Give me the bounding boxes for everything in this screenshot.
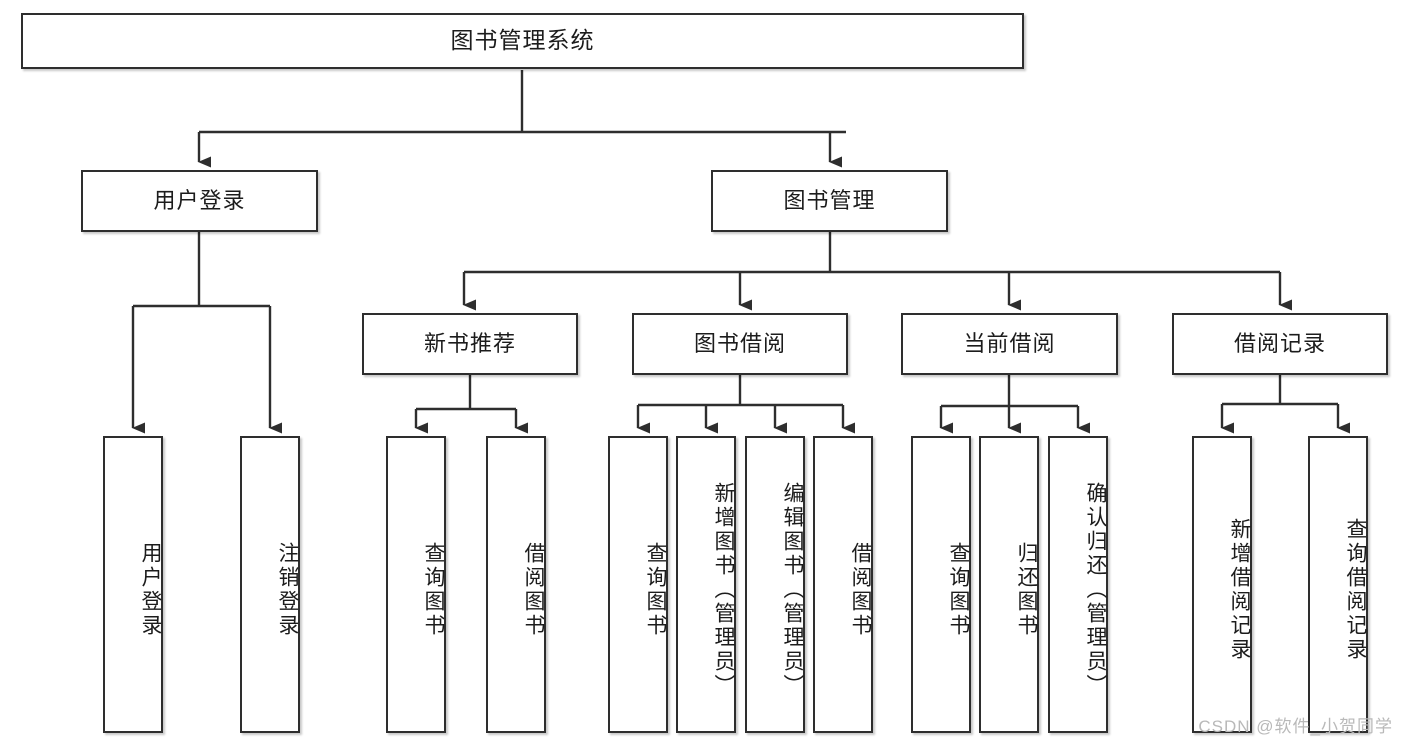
node-book-management[interactable]: 图书管理 [711,170,948,232]
leaf-label: 用户登录 [139,541,162,638]
leaf-label: 借阅图书 [522,541,545,638]
leaf-confirm-return-admin[interactable]: 确认归还（管理员） [1048,436,1108,733]
leaf-user-login[interactable]: 用户登录 [103,436,163,733]
leaf-label: 查询图书 [644,541,667,638]
leaf-logout[interactable]: 注销登录 [240,436,300,733]
node-book-borrow[interactable]: 图书借阅 [632,313,848,375]
leaf-query-borrow-record[interactable]: 查询借阅记录 [1308,436,1368,733]
node-borrow-records[interactable]: 借阅记录 [1172,313,1388,375]
leaf-borrow-book-new[interactable]: 借阅图书 [486,436,546,733]
leaf-label: 查询借阅记录 [1344,517,1367,662]
leaf-label: 新增图书（管理员） [712,481,735,698]
node-user-login[interactable]: 用户登录 [81,170,318,232]
leaf-query-book-current[interactable]: 查询图书 [911,436,971,733]
leaf-add-borrow-record[interactable]: 新增借阅记录 [1192,436,1252,733]
leaf-label: 新增借阅记录 [1228,517,1251,662]
leaf-label: 编辑图书（管理员） [781,481,804,698]
leaf-label: 查询图书 [947,541,970,638]
leaf-label: 注销登录 [276,541,299,638]
leaf-query-book-borrow[interactable]: 查询图书 [608,436,668,733]
leaf-add-book-admin[interactable]: 新增图书（管理员） [676,436,736,733]
node-current-borrow[interactable]: 当前借阅 [901,313,1118,375]
node-new-book-recommend[interactable]: 新书推荐 [362,313,578,375]
leaf-label: 查询图书 [422,541,445,638]
leaf-borrow-book[interactable]: 借阅图书 [813,436,873,733]
leaf-label: 确认归还（管理员） [1084,481,1107,698]
leaf-edit-book-admin[interactable]: 编辑图书（管理员） [745,436,805,733]
leaf-return-book[interactable]: 归还图书 [979,436,1039,733]
leaf-label: 借阅图书 [849,541,872,638]
csdn-watermark: CSDN @软件_小贺同学 [1198,717,1393,736]
node-root[interactable]: 图书管理系统 [21,13,1024,69]
leaf-label: 归还图书 [1015,541,1038,638]
leaf-query-book-new[interactable]: 查询图书 [386,436,446,733]
